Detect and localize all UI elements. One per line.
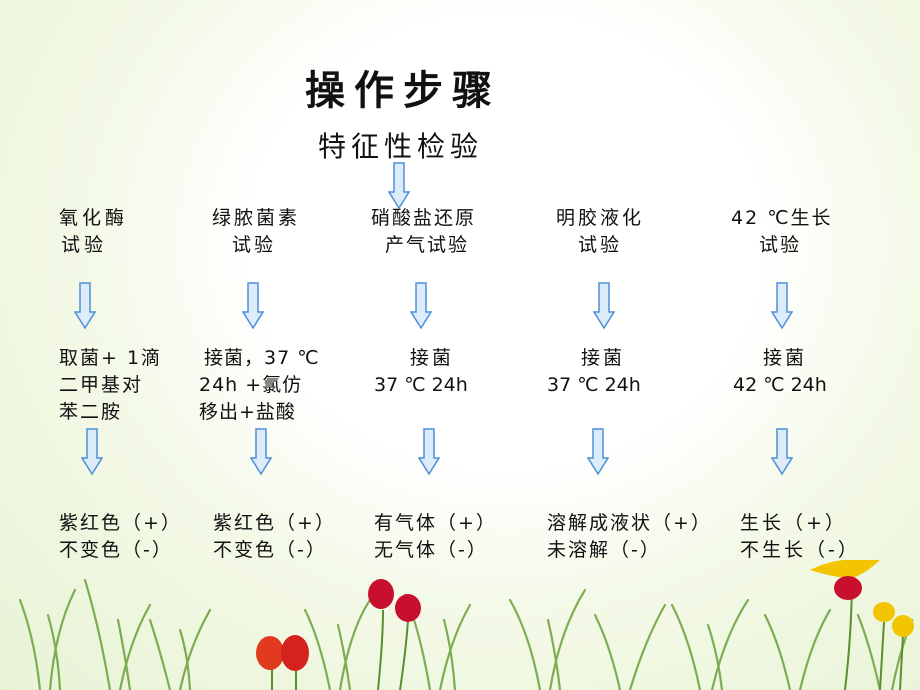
result-pyocyanin: 紫红色（+）不变色（-） [213,512,336,561]
grass-flowers-decoration [18,560,914,690]
down-arrow-icon [81,428,103,476]
result-gelatin: 溶解成液状（+）未溶解（-） [547,512,712,561]
slide-title: 操作步骤 [305,67,501,114]
result-nitrate: 有气体（+）无气体（-） [374,512,497,561]
down-arrow-icon [418,428,440,476]
test-name-pyocyanin: 绿脓菌素试验 [212,207,301,256]
down-arrow-icon [771,428,793,476]
test-name-nitrate: 硝酸盐还原产气试验 [371,207,477,256]
method-oxidase: 取菌+ 1滴二甲基对苯二胺 [59,347,163,423]
result-42c-growth: 生长（+）不生长（-） [740,512,860,561]
down-arrow-icon [388,162,410,210]
test-name-gelatin: 明胶液化试验 [556,207,645,256]
flower-icon [256,560,914,690]
down-arrow-icon [250,428,272,476]
down-arrow-icon [587,428,609,476]
slide-subtitle: 特征性检验 [318,130,484,163]
test-name-oxidase: 氧化酶试验 [59,207,129,256]
down-arrow-icon [593,282,615,330]
down-arrow-icon [74,282,96,330]
down-arrow-icon [242,282,264,330]
down-arrow-icon [771,282,793,330]
down-arrow-icon [410,282,432,330]
result-oxidase: 紫红色（+）不变色（-） [59,512,182,561]
test-name-42c-growth: 42 ℃生长试验 [731,207,833,256]
